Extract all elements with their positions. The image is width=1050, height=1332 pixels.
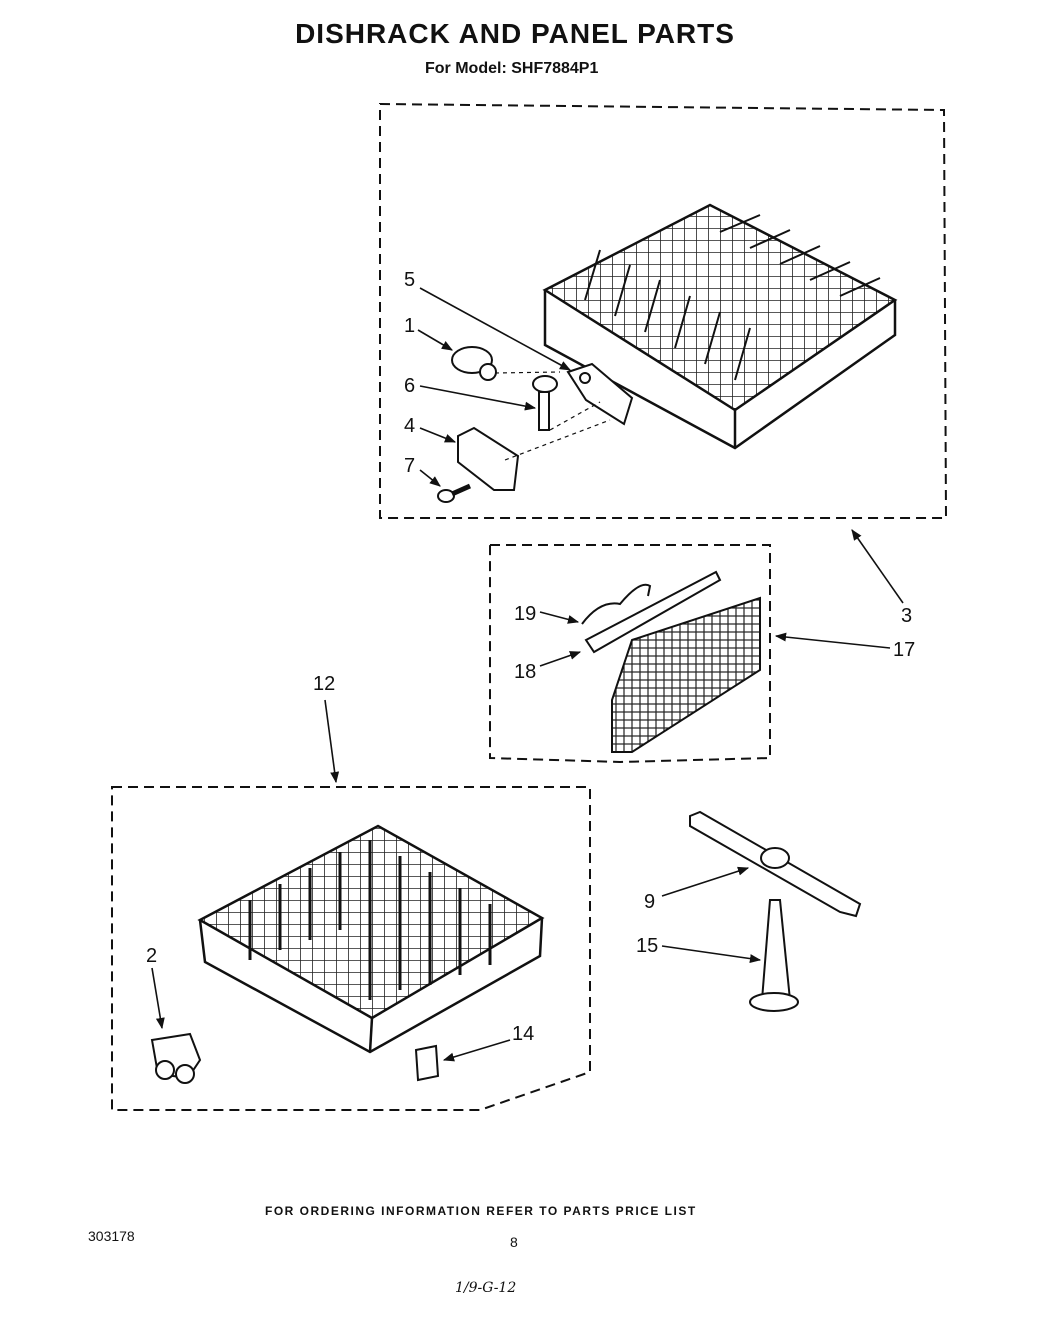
callout-19: 19: [514, 603, 536, 625]
callout-2: 2: [146, 945, 157, 967]
part-15-tube: [760, 899, 792, 1001]
callout-18: 18: [514, 661, 536, 683]
upper-rack-group-box: [379, 102, 948, 519]
handwritten-note: 1/9-G-12: [455, 1280, 517, 1296]
callout-4: 4: [404, 415, 415, 437]
upper-dishrack: [542, 203, 898, 450]
page-title: DISHRACK AND PANEL PARTS: [295, 18, 735, 49]
part-14-clip: [414, 1044, 440, 1082]
lower-dishrack: [150, 824, 545, 1084]
part-19-clip: [581, 583, 652, 625]
callout-17: 17: [893, 639, 915, 661]
callout-3: 3: [901, 605, 912, 627]
part-4-adjuster: [457, 426, 520, 491]
callout-9: 9: [644, 891, 655, 913]
rack-adjuster-parts: [437, 346, 634, 503]
callout-15: 15: [636, 935, 658, 957]
spray-arm-assembly: [689, 810, 862, 1012]
lower-rack-group-box: [111, 786, 591, 1111]
part-2-roller: [150, 1032, 202, 1084]
callout-6: 6: [404, 375, 415, 397]
page-number: 8: [510, 1234, 518, 1250]
part-7-screw: [437, 483, 472, 503]
part-5-bracket: [566, 362, 634, 426]
part-6-knob: [532, 375, 558, 431]
ordering-note: FOR ORDERING INFORMATION REFER TO PARTS …: [265, 1204, 697, 1218]
panel-assembly: [581, 570, 761, 753]
callout-12: 12: [313, 673, 335, 695]
callout-14: 14: [512, 1023, 534, 1045]
document-code: 303178: [88, 1228, 135, 1244]
part-18-strip: [584, 570, 722, 654]
part-17-panel: [611, 596, 761, 753]
callout-1: 1: [404, 315, 415, 337]
callout-7: 7: [404, 455, 415, 477]
part-1-cap: [451, 346, 497, 381]
model-line: For Model: SHF7884P1: [425, 60, 599, 77]
panel-group-box: [489, 544, 771, 764]
callout-5: 5: [404, 269, 415, 291]
